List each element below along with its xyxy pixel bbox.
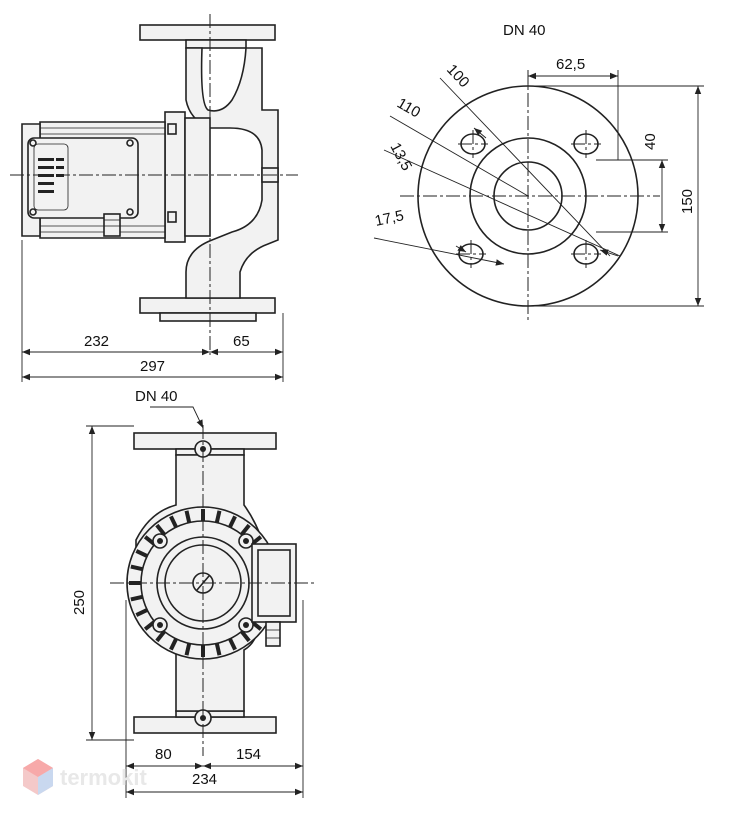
fin bbox=[214, 510, 222, 523]
dim-62-5: 62,5 bbox=[556, 56, 585, 73]
motor-fins bbox=[40, 127, 165, 233]
dim-65: 65 bbox=[233, 333, 250, 350]
dim-234: 234 bbox=[192, 771, 217, 788]
top-flange bbox=[139, 24, 276, 41]
dim-154: 154 bbox=[236, 746, 261, 763]
bolt-slots bbox=[456, 130, 601, 268]
dim-250: 250 bbox=[71, 590, 88, 615]
fin bbox=[214, 643, 222, 656]
fin bbox=[169, 515, 178, 529]
bottom-flange bbox=[139, 297, 276, 314]
dim-150: 150 bbox=[679, 189, 696, 214]
watermark-logo-icon bbox=[23, 759, 53, 795]
side-view: 232 65 297 bbox=[10, 14, 298, 382]
fin bbox=[228, 637, 237, 651]
dim-40: 40 bbox=[642, 133, 659, 150]
fin bbox=[169, 637, 178, 651]
fin bbox=[240, 630, 251, 643]
dim-17-5: 17,5 bbox=[373, 207, 405, 230]
fin bbox=[135, 549, 149, 558]
flange-view: DN 40 bbox=[373, 22, 704, 322]
front-view: DN 40 bbox=[71, 388, 315, 798]
front-cable-gland bbox=[265, 621, 281, 647]
fin bbox=[184, 643, 192, 656]
dim-100: 100 bbox=[443, 61, 473, 91]
flange-title: DN 40 bbox=[503, 22, 546, 39]
watermark-text: termokit bbox=[60, 765, 147, 790]
dim-80: 80 bbox=[155, 746, 172, 763]
fin bbox=[184, 510, 192, 523]
fin bbox=[155, 523, 166, 536]
fin bbox=[240, 523, 251, 536]
pump-body bbox=[185, 47, 279, 299]
dim-297: 297 bbox=[140, 358, 165, 375]
control-module bbox=[27, 137, 139, 219]
fin bbox=[135, 608, 149, 617]
front-title: DN 40 bbox=[135, 388, 178, 405]
fin bbox=[130, 564, 143, 572]
dim-232: 232 bbox=[84, 333, 109, 350]
fin bbox=[228, 515, 237, 529]
fin bbox=[155, 630, 166, 643]
watermark: termokit bbox=[23, 759, 147, 795]
cable-gland bbox=[103, 213, 121, 237]
dim-13-5: 13,5 bbox=[386, 140, 415, 174]
dim-110: 110 bbox=[394, 95, 423, 122]
fin bbox=[130, 594, 143, 602]
